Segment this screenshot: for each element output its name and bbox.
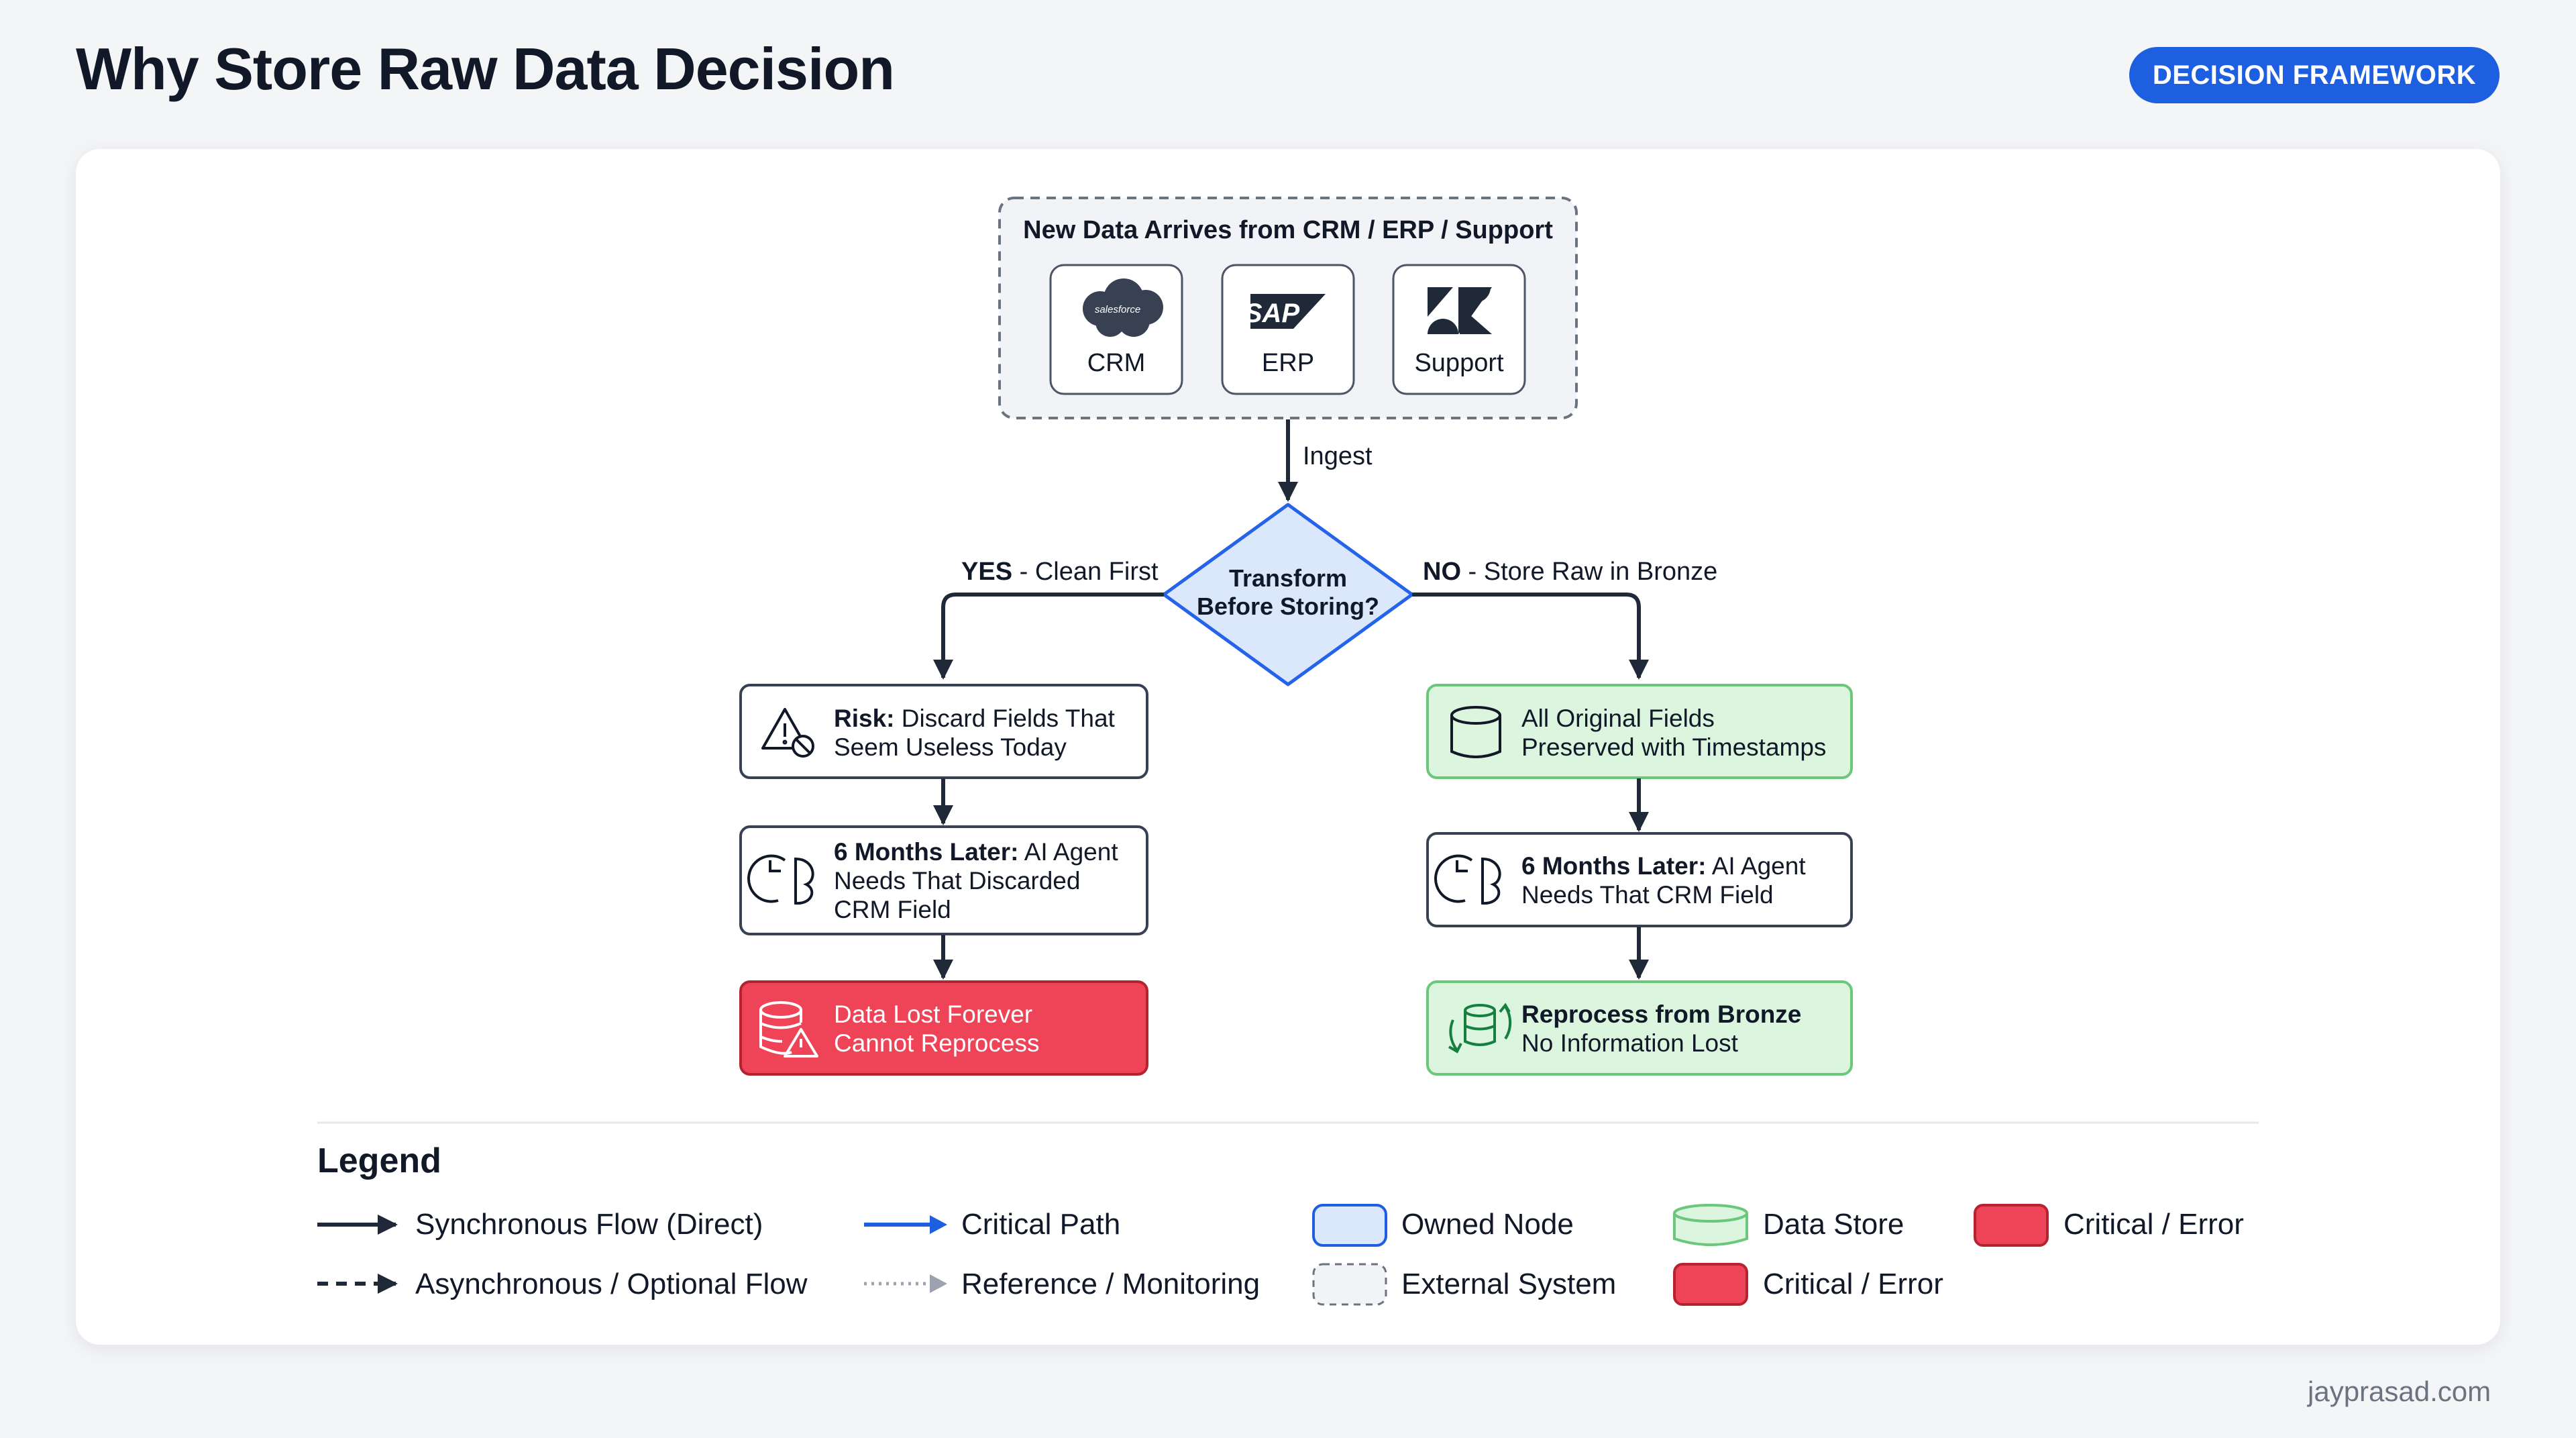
no-branch-line <box>1412 593 1649 680</box>
legend-owned-node: Owned Node <box>1312 1204 1574 1247</box>
no-branch-label: NO - Store Raw in Bronze <box>1423 558 1717 586</box>
svg-text:Cannot Reprocess: Cannot Reprocess <box>834 1029 1039 1057</box>
zendesk-logo-icon <box>1428 287 1492 334</box>
framework-badge: DECISION FRAMEWORK <box>2129 47 2500 103</box>
legend-external-system: External System <box>1312 1263 1616 1306</box>
svg-text:Data Lost Forever: Data Lost Forever <box>834 1000 1032 1028</box>
svg-text:6 Months Later: AI Agent: 6 Months Later: AI Agent <box>1521 852 1806 880</box>
sap-logo-icon: SAP <box>1244 294 1326 329</box>
svg-text:6 Months Later: AI Agent: 6 Months Later: AI Agent <box>834 838 1118 866</box>
svg-text:Critical Path: Critical Path <box>961 1208 1120 1241</box>
svg-text:Seem Useless Today: Seem Useless Today <box>834 733 1067 761</box>
svg-text:SAP: SAP <box>1244 299 1300 328</box>
database-refresh-icon <box>1448 1003 1512 1054</box>
warning-block-icon <box>761 708 814 758</box>
yes-branch-label: YES - Clean First <box>961 558 1159 586</box>
legend-critical-path-arrow: Critical Path <box>864 1208 1120 1241</box>
decision-node: Transform Before Storing? <box>1162 503 1414 686</box>
legend-critical-error-2: Critical / Error <box>1673 1263 1943 1306</box>
source-erp-label: ERP <box>1262 349 1314 377</box>
source-group-title: New Data Arrives from CRM / ERP / Suppor… <box>1023 216 1553 244</box>
svg-text:Data Store: Data Store <box>1763 1208 1904 1241</box>
six-months-left-node: 6 Months Later: AI Agent Needs That Disc… <box>739 825 1148 935</box>
yes-branch-line <box>933 593 1164 680</box>
cylinder-icon <box>1450 706 1501 758</box>
brain-history-icon <box>747 854 814 905</box>
source-crm-label: CRM <box>1087 349 1146 377</box>
decision-line1: Transform <box>1229 564 1347 592</box>
page-title: Why Store Raw Data Decision <box>76 36 895 102</box>
svg-text:No Information Lost: No Information Lost <box>1521 1029 1739 1057</box>
svg-text:Owned Node: Owned Node <box>1401 1208 1574 1241</box>
original-fields-node: All Original Fields Preserved with Times… <box>1426 684 1853 779</box>
svg-text:Critical / Error: Critical / Error <box>2063 1208 2244 1241</box>
svg-text:Asynchronous / Optional Flow: Asynchronous / Optional Flow <box>415 1268 808 1300</box>
svg-text:Reference / Monitoring: Reference / Monitoring <box>961 1268 1260 1300</box>
svg-text:Risk: Discard Fields That: Risk: Discard Fields That <box>834 705 1116 732</box>
data-lost-node: Data Lost Forever Cannot Reprocess <box>739 980 1148 1076</box>
brain-history-icon <box>1434 854 1501 905</box>
legend-dotted-arrow: Reference / Monitoring <box>864 1268 1260 1300</box>
risk-node: Risk: Discard Fields That Seem Useless T… <box>739 684 1148 779</box>
svg-text:Synchronous Flow (Direct): Synchronous Flow (Direct) <box>415 1208 763 1241</box>
legend-title: Legend <box>317 1141 441 1180</box>
svg-text:CRM Field: CRM Field <box>834 896 951 923</box>
source-erp: SAP ERP <box>1221 264 1355 395</box>
svg-text:All Original Fields: All Original Fields <box>1521 705 1715 732</box>
six-months-right-node: 6 Months Later: AI Agent Needs That CRM … <box>1426 832 1853 927</box>
legend-data-store: Data Store <box>1673 1204 1904 1246</box>
svg-text:External System: External System <box>1401 1268 1616 1300</box>
decision-line2: Before Storing? <box>1197 593 1379 620</box>
ingest-label: Ingest <box>1303 442 1373 470</box>
source-support-label: Support <box>1414 349 1504 377</box>
svg-text:Needs That CRM Field: Needs That CRM Field <box>1521 881 1774 909</box>
svg-text:Reprocess from Bronze: Reprocess from Bronze <box>1521 1000 1801 1028</box>
svg-text:salesforce: salesforce <box>1095 304 1140 315</box>
svg-text:Critical / Error: Critical / Error <box>1763 1268 1943 1300</box>
legend-solid-arrow: Synchronous Flow (Direct) <box>317 1208 763 1241</box>
source-support: Support <box>1392 264 1526 395</box>
salesforce-cloud-icon: salesforce <box>1083 278 1163 337</box>
legend: Synchronous Flow (Direct) Asynchronous /… <box>317 1204 2244 1306</box>
legend-critical-error-1: Critical / Error <box>1974 1204 2244 1247</box>
footer-domain: jayprasad.com <box>2308 1376 2491 1407</box>
database-warning-icon <box>759 1001 818 1058</box>
reprocess-node: Reprocess from Bronze No Information Los… <box>1426 980 1853 1076</box>
svg-text:Needs That Discarded: Needs That Discarded <box>834 867 1080 894</box>
legend-dashed-arrow: Asynchronous / Optional Flow <box>317 1268 808 1300</box>
source-crm: salesforce CRM <box>1049 264 1183 395</box>
svg-text:Preserved with Timestamps: Preserved with Timestamps <box>1521 733 1826 761</box>
